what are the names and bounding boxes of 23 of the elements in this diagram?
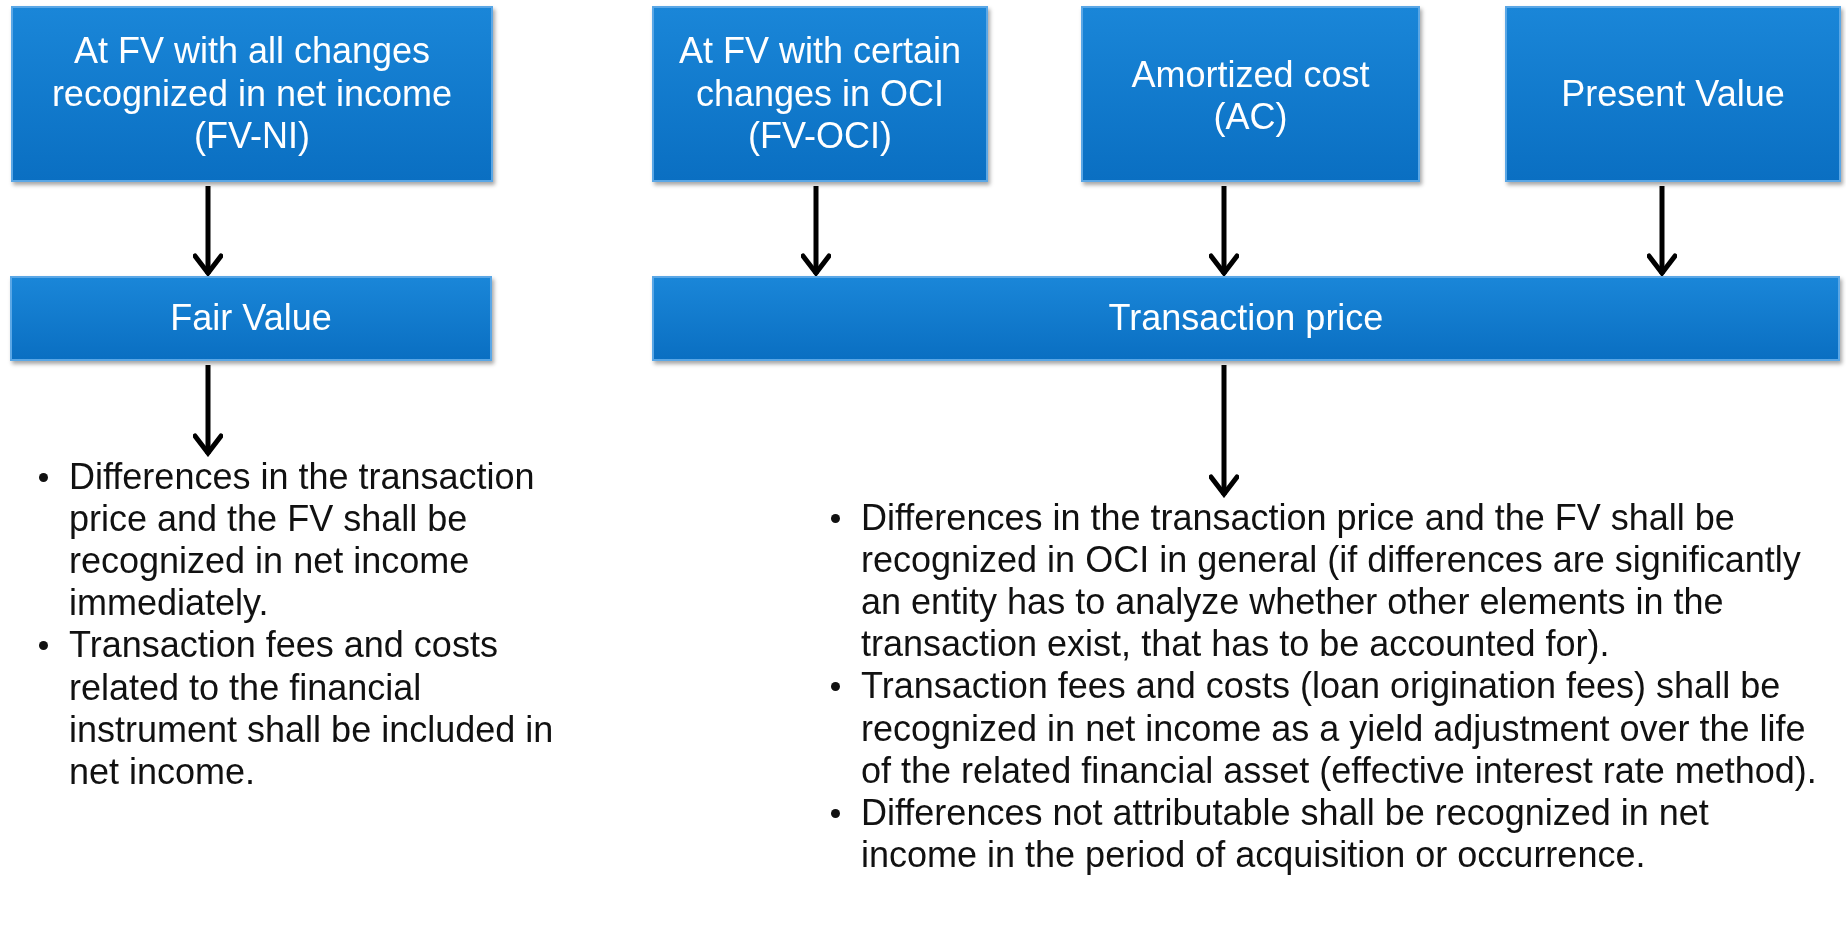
arrow [1208, 365, 1240, 497]
process-box [652, 6, 988, 182]
box-label: Fair Value [170, 297, 332, 340]
bullet-text: Differences in the transaction price and the FV shall be recognized in net income immediately. [69, 456, 535, 624]
bullet-text: Differences in the transaction price and the FV shall be recognized in OCI in general (if differences are significantly an entity has to analyze whether other elements in the transaction exist, that has to be accounted for). [861, 497, 1801, 665]
arrow [1208, 186, 1240, 276]
box-label: Present Value [1561, 72, 1785, 116]
process-box [10, 276, 492, 361]
bullet-text: Differences not attributable shall be recognized in net income in the period of acquisition or occurrence. [861, 791, 1709, 875]
arrow [1646, 186, 1678, 276]
bullet-text: Transaction fees and costs (loan origination fees) shall be recognized in net income as a yield adjustment over the life of the related financial asset (effective interest rate method). [861, 665, 1817, 791]
process-box [652, 276, 1840, 361]
arrow [192, 186, 224, 276]
arrow [192, 365, 224, 456]
box-label: Transaction price [1108, 297, 1384, 340]
bullet-text: Transaction fees and costs related to the financial instrument shall be included in net income. [69, 624, 554, 792]
process-box [11, 6, 493, 182]
process-box [1505, 6, 1841, 182]
process-box [1081, 6, 1420, 182]
box-label: At FV with certain changes in OCI (FV-OCI) [677, 30, 963, 158]
box-label: Amortized cost (AC) [1130, 54, 1371, 139]
box-label: At FV with all changes recognized in net income (FV-NI) [50, 30, 454, 158]
arrow [800, 186, 832, 276]
